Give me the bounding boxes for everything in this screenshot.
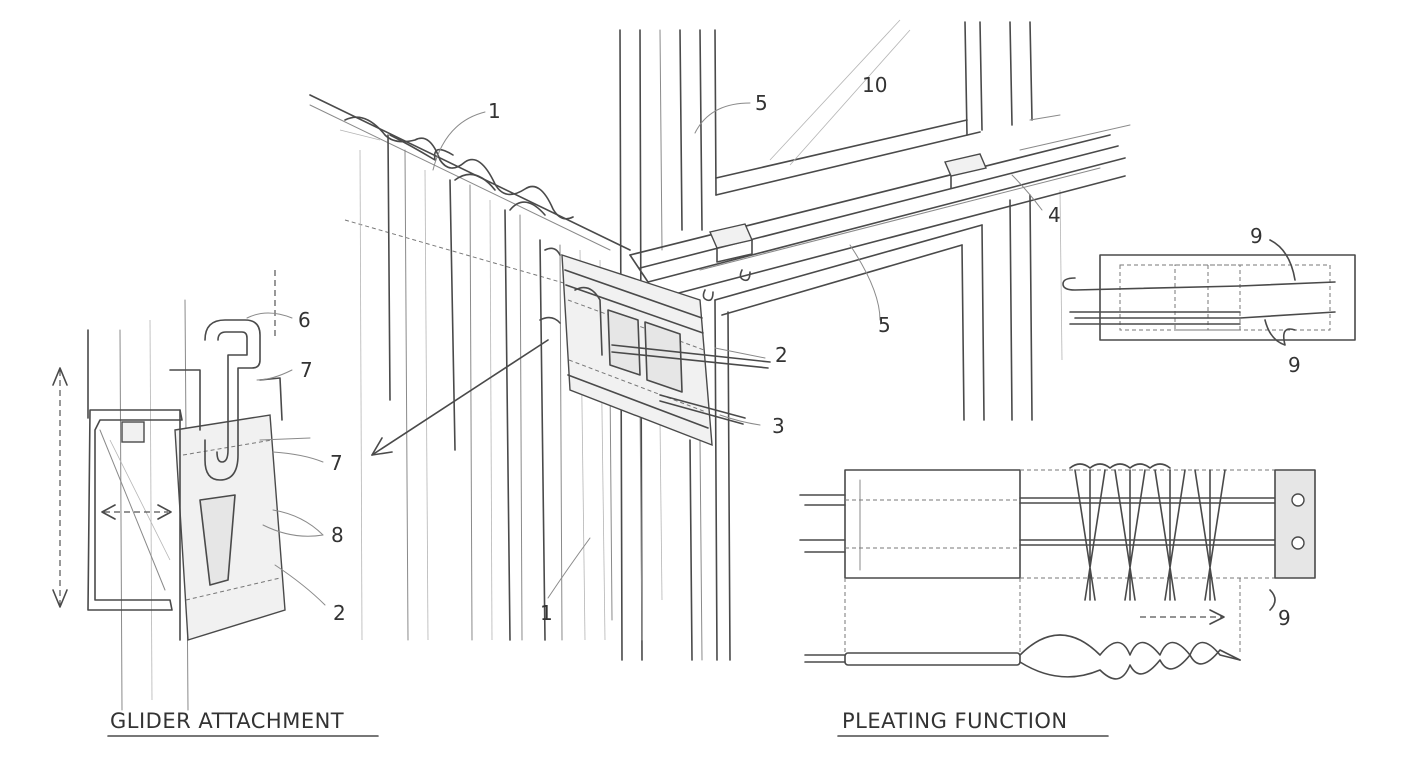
callout-2-detail: 2 — [333, 601, 346, 625]
caption-pleating-function: PLEATING FUNCTION — [842, 709, 1068, 733]
callout-1-top: 1 — [488, 99, 501, 123]
callout-7-top: 7 — [300, 358, 313, 382]
callout-10: 10 — [862, 73, 887, 97]
rail-bracket-left — [709, 223, 753, 249]
cutaway-tape — [539, 247, 771, 447]
callout-4: 4 — [1048, 203, 1061, 227]
caption-glider-attachment: GLIDER ATTACHMENT — [110, 709, 344, 733]
callout-9-top: 9 — [1250, 224, 1263, 248]
flat-tape-detail — [1062, 239, 1356, 346]
window-frame — [619, 19, 1063, 661]
callout-5-top: 5 — [755, 91, 768, 115]
callout-2-main: 2 — [775, 343, 788, 367]
detail-arrow — [371, 339, 549, 456]
gathered-tape-detail — [799, 463, 1316, 680]
callout-5-rail: 5 — [878, 313, 891, 337]
glider-detail — [52, 270, 311, 711]
callout-9-mid: 9 — [1288, 353, 1301, 377]
callout-labels: 1 1 2 2 3 4 5 5 6 7 7 8 9 9 9 10 — [298, 73, 1301, 630]
callout-3: 3 — [772, 414, 785, 438]
callout-9-bottom: 9 — [1278, 606, 1291, 630]
callout-6: 6 — [298, 308, 311, 332]
leader-lines — [246, 102, 1043, 606]
rail-bracket-right — [944, 153, 987, 177]
glider-block — [121, 421, 145, 443]
callout-1-bottom: 1 — [540, 601, 553, 625]
callout-8: 8 — [331, 523, 344, 547]
main-curtain — [344, 116, 703, 661]
captions: GLIDER ATTACHMENT PLEATING FUNCTION — [107, 709, 1109, 737]
callout-7-mid: 7 — [330, 451, 343, 475]
